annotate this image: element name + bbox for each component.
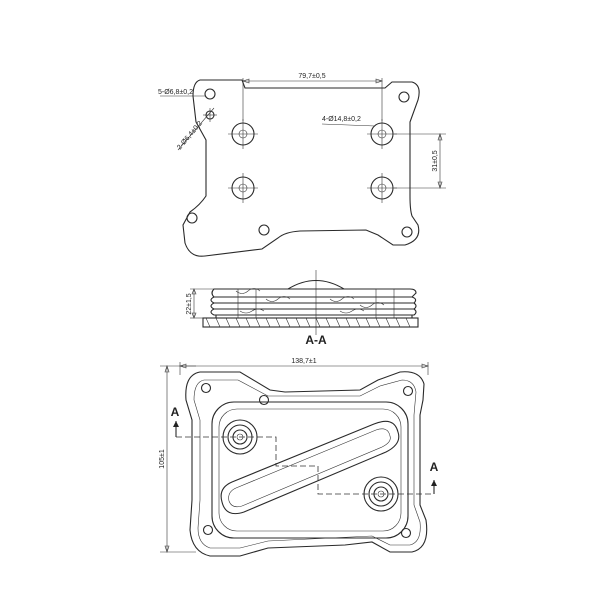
hole-note-left: 5-Ø6,8±0,2 [158,89,193,96]
mount-hole [400,527,412,539]
cut-mark-right: A [430,460,439,474]
dim-height-top: 31±0,5 [432,150,439,171]
mount-hole [204,88,216,100]
mount-hole [401,226,413,238]
bottom-view: 138,7±1 105±1 [159,358,439,557]
side-view: 22±1,5 A-A [186,270,419,347]
mount-hole [202,524,214,536]
dim-height-side: 22±1,5 [186,293,193,314]
flow-channel [220,420,400,515]
cut-mark-left: A [171,405,180,419]
plate-stack [210,279,417,319]
mount-hole [186,212,198,224]
mount-hole [398,91,410,103]
top-view: 79,7±0,5 31±0,5 5-Ø6,8±0,2 2-Ø6,4±0,2 4-… [158,73,446,257]
base-plate [202,317,419,328]
hole-note-left2: 2-Ø6,4±0,2 [176,120,204,151]
mount-hole [258,394,270,406]
cooler-core [211,401,409,539]
flange-outline [185,371,428,557]
mount-hole [402,385,414,397]
section-line [176,436,432,495]
top-view-outline [182,79,420,257]
dim-height-bottom: 105±1 [159,449,166,469]
mount-hole [200,382,212,394]
dim-width-bottom: 138,7±1 [291,358,316,365]
dim-width-top: 79,7±0,5 [298,73,325,80]
hole-note-right: 4-Ø14,8±0,2 [322,116,361,123]
port-holes [228,119,397,203]
section-label: A-A [305,333,327,347]
mount-hole [258,224,270,236]
